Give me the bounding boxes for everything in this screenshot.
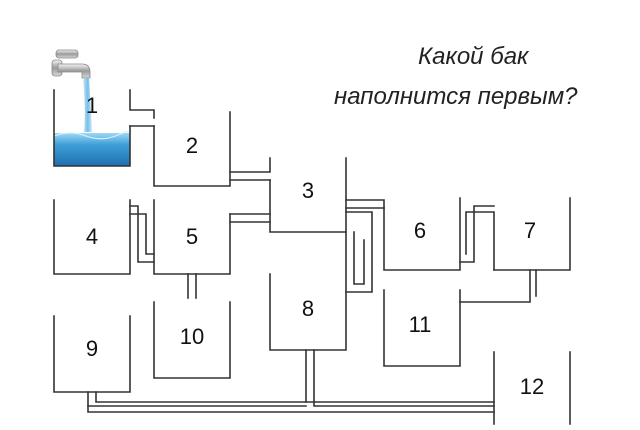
- pipe-4-5-outer: [129, 205, 155, 263]
- tank-label-8: 8: [302, 296, 314, 321]
- pipe-6-7-inner: [465, 211, 495, 271]
- tank-label-1: 1: [86, 93, 98, 118]
- faucet-icon: [51, 49, 91, 79]
- tank-9-walls: [53, 315, 131, 393]
- pipe-8-12-left: [305, 349, 495, 403]
- pipe-9-12-bottom: [87, 405, 495, 413]
- water-surface: [53, 130, 132, 140]
- tank-11-walls: [383, 289, 461, 367]
- tank-2-walls: [153, 111, 231, 187]
- pipe-1-2-top: [129, 89, 155, 119]
- tank-8-walls: [269, 273, 347, 351]
- question-line-2: наполнится первым?: [334, 83, 578, 110]
- tank-10-walls: [153, 301, 231, 379]
- tank-6-walls: [383, 197, 461, 271]
- tank-label-10: 10: [180, 324, 204, 349]
- pipe-3-8-inner: [353, 231, 365, 285]
- pipe-2-3-top: [229, 157, 271, 173]
- tank-7-walls: [493, 197, 571, 271]
- tank-4-walls: [53, 199, 131, 275]
- tank-label-9: 9: [86, 336, 98, 361]
- pipe-8-12-right: [313, 349, 495, 407]
- tank-label-3: 3: [302, 178, 314, 203]
- tank-1-walls: [53, 89, 131, 167]
- water-stream: [83, 78, 92, 132]
- question-line-1: Какой бак: [418, 43, 529, 70]
- pipe-7-11-outer: [459, 269, 531, 303]
- tank-label-2: 2: [186, 133, 198, 158]
- tank-1-water: [54, 133, 130, 166]
- pipe-9-12-inner: [95, 391, 307, 403]
- tank-label-12: 12: [520, 374, 544, 399]
- tank-label-11: 11: [409, 312, 432, 337]
- tank-label-5: 5: [186, 224, 198, 249]
- pipe-9-12-top: [87, 391, 307, 407]
- tank-3-walls: [269, 157, 347, 233]
- pipe-3-8-loop: [345, 211, 373, 293]
- pipe-6-7-outer: [459, 205, 495, 263]
- tank-5-walls: [153, 199, 231, 275]
- pipe-3-6-top: [345, 199, 385, 209]
- pipe-4-5-inner: [129, 213, 155, 255]
- tank-label-7: 7: [524, 218, 536, 243]
- tank-label-4: 4: [86, 224, 98, 249]
- tank-label-6: 6: [414, 218, 426, 243]
